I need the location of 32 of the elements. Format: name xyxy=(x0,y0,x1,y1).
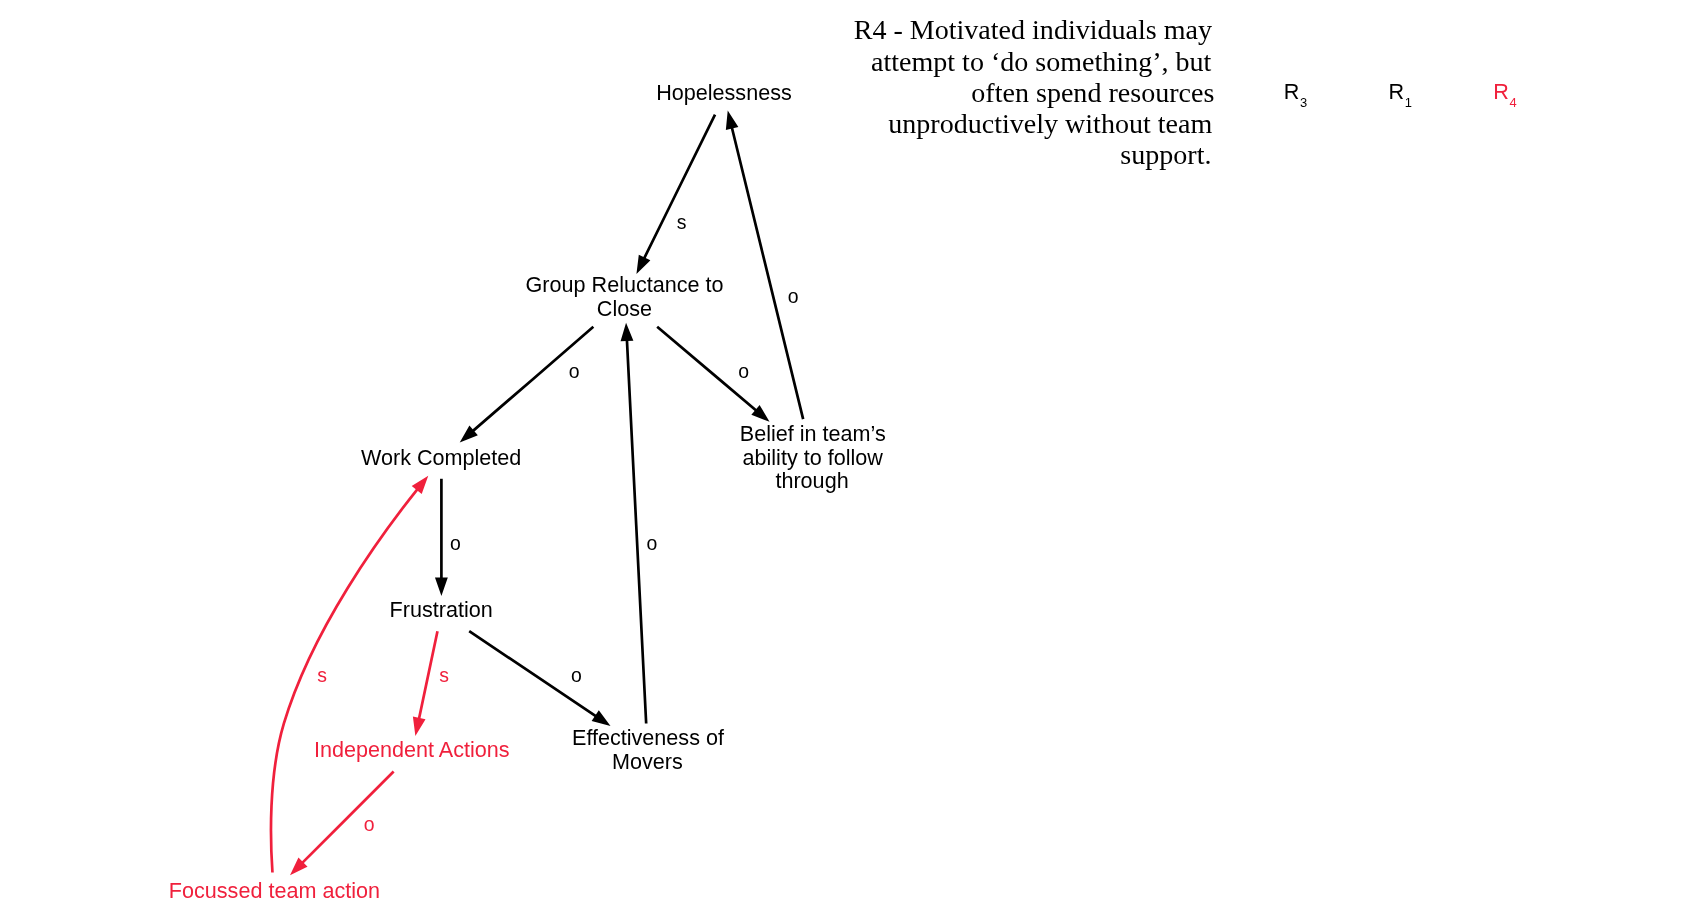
arrow xyxy=(290,770,395,876)
arrow xyxy=(656,325,770,422)
edge-label: o xyxy=(450,532,461,555)
node-text: Frustration xyxy=(389,596,493,622)
label: R4 - Motivated individuals may attempt to ‘do something’, but often spend resources unproductively without team support. xyxy=(853,14,1215,171)
arrow xyxy=(459,325,595,443)
node-text: Effectiveness of Movers xyxy=(572,725,724,775)
edge-label: o xyxy=(568,359,580,382)
edge-label: s xyxy=(317,664,327,687)
edge-label: o xyxy=(738,359,750,382)
edge-label: o xyxy=(570,664,582,687)
edge-label: o xyxy=(363,813,375,836)
label: R$_{3}$ xyxy=(1283,79,1308,110)
arrow xyxy=(725,110,805,420)
arrow xyxy=(468,630,611,726)
arrow xyxy=(269,475,429,873)
arrow xyxy=(434,478,448,596)
edge-label: s xyxy=(439,664,449,687)
node-text: Work Completed xyxy=(360,444,522,470)
arrow xyxy=(412,630,439,736)
edge-label: o xyxy=(646,532,658,555)
node-text: Independent Actions xyxy=(314,737,510,763)
edge-label: s xyxy=(676,210,687,233)
label: R$_{1}$ xyxy=(1388,79,1412,110)
node-text: Focussed team action xyxy=(168,877,380,903)
arrow xyxy=(636,114,717,274)
arrow xyxy=(620,322,648,724)
edge-label: o xyxy=(787,285,799,308)
node-text: Belief in team’s ability to follow through xyxy=(739,420,886,494)
node-text: Group Reluctance to Close xyxy=(525,272,724,321)
label: R$_{4}$ xyxy=(1493,79,1517,110)
node-text: Hopelessness xyxy=(656,80,792,106)
